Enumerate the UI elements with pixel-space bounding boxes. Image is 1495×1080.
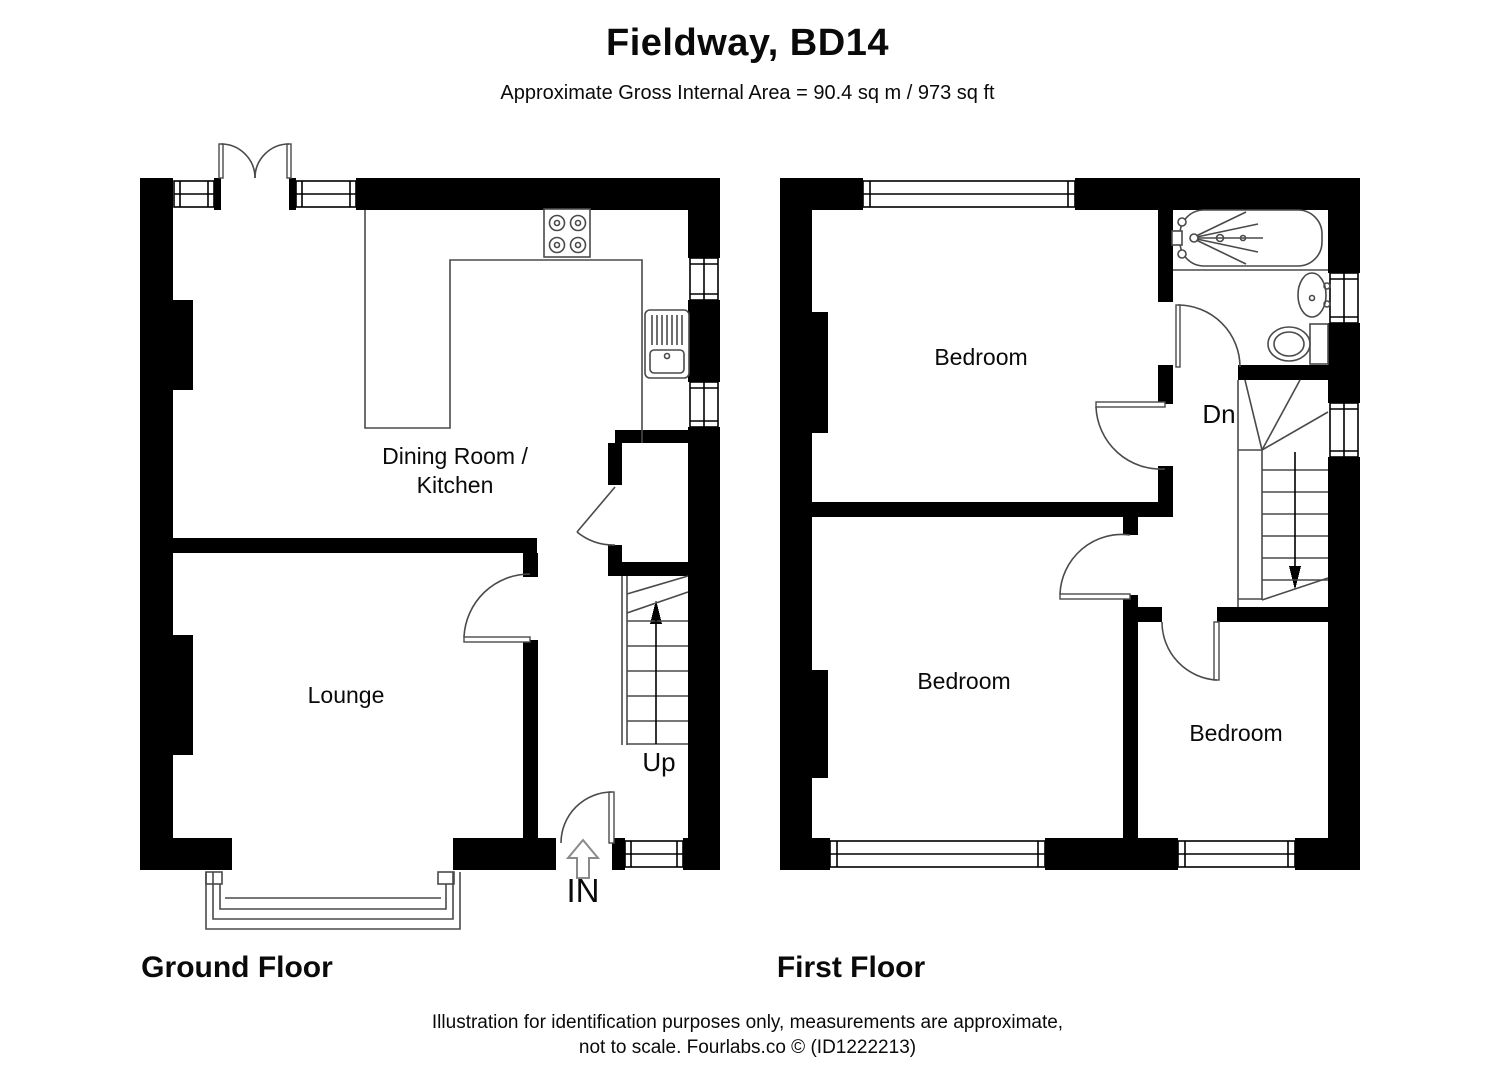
bedroom-divider-wall bbox=[812, 502, 1173, 517]
first-floor-windows bbox=[829, 180, 1359, 868]
ground-floor-plan bbox=[140, 143, 720, 930]
ground-floor-title: Ground Floor bbox=[141, 951, 333, 984]
disclaimer-line2: not to scale. Fourlabs.co © (ID1222213) bbox=[578, 1037, 917, 1058]
bathroom-wall bbox=[1238, 365, 1328, 380]
bedroom-door bbox=[1095, 401, 1166, 470]
window bbox=[1329, 402, 1359, 458]
window bbox=[1177, 840, 1296, 868]
staircase-up bbox=[621, 575, 689, 745]
room-label-dining-kitchen-line1: Dining Room / bbox=[382, 443, 528, 469]
ground-floor-windows bbox=[173, 180, 719, 868]
ground-floor-walls bbox=[140, 178, 720, 870]
chimney-breast bbox=[812, 670, 828, 778]
bay-window bbox=[205, 871, 461, 930]
entrance-door bbox=[560, 791, 615, 844]
staircase-down bbox=[1237, 379, 1329, 607]
room-label-bedroom-top: Bedroom bbox=[934, 344, 1028, 370]
hob-icon bbox=[543, 208, 591, 258]
first-floor-walls bbox=[780, 178, 1360, 870]
entrance-in-label: IN bbox=[566, 872, 600, 909]
french-doors bbox=[218, 143, 292, 179]
kitchen-sink-icon bbox=[644, 309, 690, 379]
window bbox=[689, 381, 719, 428]
window bbox=[295, 180, 357, 208]
entrance-arrow-icon bbox=[565, 838, 601, 879]
first-floor-title: First Floor bbox=[776, 951, 926, 984]
wash-basin-icon bbox=[1297, 272, 1331, 318]
first-floor-plan bbox=[780, 178, 1360, 870]
window bbox=[173, 180, 215, 208]
stairs-dn-label: Dn bbox=[1202, 399, 1236, 429]
room-label-bedroom-bottom-right: Bedroom bbox=[1189, 720, 1283, 746]
dining-lounge-wall bbox=[173, 538, 537, 553]
stairs-up-label: Up bbox=[642, 747, 676, 777]
bathtub-icon bbox=[1171, 209, 1328, 271]
cupboard-door bbox=[576, 486, 616, 546]
chimney-breast bbox=[812, 312, 828, 433]
window bbox=[1329, 272, 1359, 324]
window bbox=[829, 840, 1046, 868]
room-label-bedroom-bottom-left: Bedroom bbox=[917, 668, 1011, 694]
bedroom-door bbox=[1161, 621, 1220, 681]
kitchen-counter bbox=[364, 210, 643, 443]
down-arrowhead bbox=[1289, 566, 1301, 590]
disclaimer-line1: Illustration for identification purposes… bbox=[431, 1012, 1064, 1033]
chimney-breast bbox=[173, 300, 193, 390]
room-label-lounge: Lounge bbox=[307, 682, 385, 708]
bedroom-door bbox=[1059, 533, 1131, 600]
page-title: Fieldway, BD14 bbox=[606, 22, 889, 64]
toilet-icon bbox=[1267, 323, 1329, 365]
lounge-door bbox=[463, 573, 531, 643]
window bbox=[624, 840, 684, 868]
window bbox=[862, 180, 1076, 208]
bathroom-door bbox=[1175, 304, 1241, 368]
window bbox=[689, 257, 719, 301]
room-label-dining-kitchen-line2: Kitchen bbox=[416, 472, 494, 498]
chimney-breast bbox=[173, 635, 193, 755]
cupboard-wall bbox=[615, 430, 688, 443]
page-subtitle: Approximate Gross Internal Area = 90.4 s… bbox=[500, 82, 995, 104]
